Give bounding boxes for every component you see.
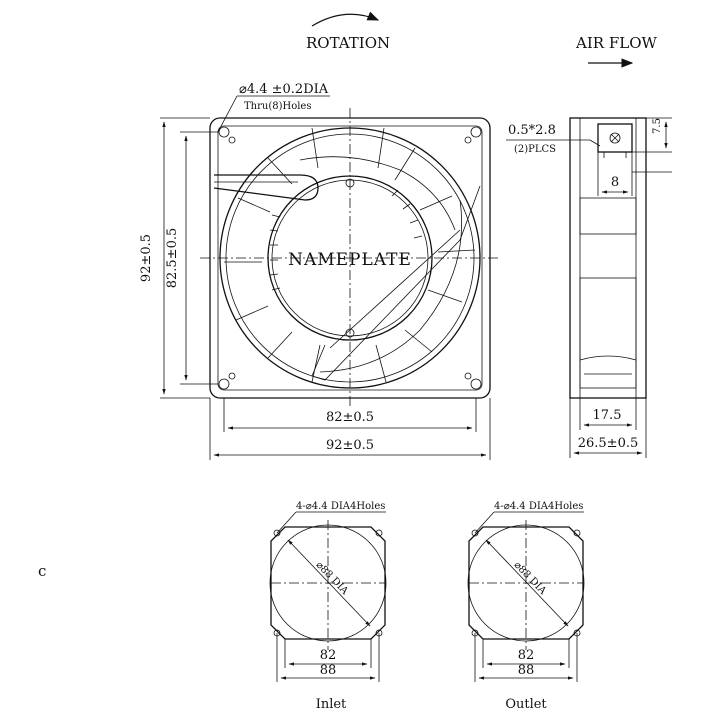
rotation-label: ROTATION bbox=[306, 34, 390, 52]
front-view: NAMEPLATE ⌀4.4 ±0.2DIA Thru(8)Holes 92±0… bbox=[139, 82, 500, 460]
terminal-callout: 0.5*2.8 (2)PLCS bbox=[506, 123, 601, 155]
outlet-label: Outlet bbox=[505, 697, 547, 712]
dim-terminal: 8 bbox=[611, 175, 619, 190]
terminal-spec-line2: (2)PLCS bbox=[514, 144, 556, 155]
hole-spec-line1: ⌀4.4 ±0.2DIA bbox=[239, 82, 329, 97]
dim-top: 7.5 bbox=[652, 118, 663, 134]
inlet-view: ⌀88 DIA 4-⌀4.4 DIA4Holes 82 88 Inlet bbox=[269, 501, 387, 712]
outlet-view: ⌀88 DIA 4-⌀4.4 DIA4Holes 82 88 Outlet bbox=[467, 501, 585, 712]
dim-outer-horizontal: 92±0.5 bbox=[326, 438, 374, 453]
dim-outer-depth: 26.5±0.5 bbox=[578, 436, 639, 451]
bottom-dimensions: 82±0.5 92±0.5 bbox=[209, 398, 491, 460]
dim-outer-vertical: 92±0.5 bbox=[139, 234, 154, 282]
inlet-holes: 4-⌀4.4 DIA4Holes bbox=[296, 501, 385, 512]
outlet-dim-inner: 82 bbox=[518, 648, 535, 663]
terminal-block bbox=[597, 123, 633, 158]
airflow-label: AIR FLOW bbox=[575, 34, 657, 52]
left-dimensions: 92±0.5 82.5±0.5 bbox=[139, 117, 218, 399]
side-frame bbox=[569, 117, 647, 399]
outlet-dim-outer: 88 bbox=[518, 663, 535, 678]
dim-inner-depth: 17.5 bbox=[593, 408, 622, 423]
side-view: 0.5*2.8 (2)PLCS 7.5 8 17.5 bbox=[506, 117, 672, 458]
inlet-dim-inner: 82 bbox=[320, 648, 337, 663]
dim-inner-vertical: 82.5±0.5 bbox=[165, 228, 180, 289]
mounting-holes bbox=[218, 126, 482, 390]
side-bottom-dimensions: 17.5 26.5±0.5 bbox=[569, 398, 647, 458]
terminal-spec-line1: 0.5*2.8 bbox=[508, 123, 556, 138]
nameplate-label: NAMEPLATE bbox=[288, 250, 412, 270]
hole-callout: ⌀4.4 ±0.2DIA Thru(8)Holes bbox=[217, 82, 330, 133]
inlet-dim-outer: 88 bbox=[320, 663, 337, 678]
hole-spec-line2: Thru(8)Holes bbox=[244, 101, 312, 112]
inlet-dia: ⌀88 DIA bbox=[314, 560, 351, 598]
margin-mark: c bbox=[38, 562, 46, 580]
airflow-indicator: AIR FLOW bbox=[575, 34, 657, 68]
dim-terminal-group: 8 bbox=[597, 152, 672, 196]
lead-wire bbox=[213, 174, 319, 201]
inlet-label: Inlet bbox=[316, 697, 347, 712]
outlet-holes: 4-⌀4.4 DIA4Holes bbox=[494, 501, 583, 512]
dim-top-group: 7.5 bbox=[632, 117, 672, 153]
outlet-dia: ⌀88 DIA bbox=[512, 560, 549, 598]
dim-inner-horizontal: 82±0.5 bbox=[326, 410, 374, 425]
rotation-indicator: ROTATION bbox=[306, 11, 390, 52]
